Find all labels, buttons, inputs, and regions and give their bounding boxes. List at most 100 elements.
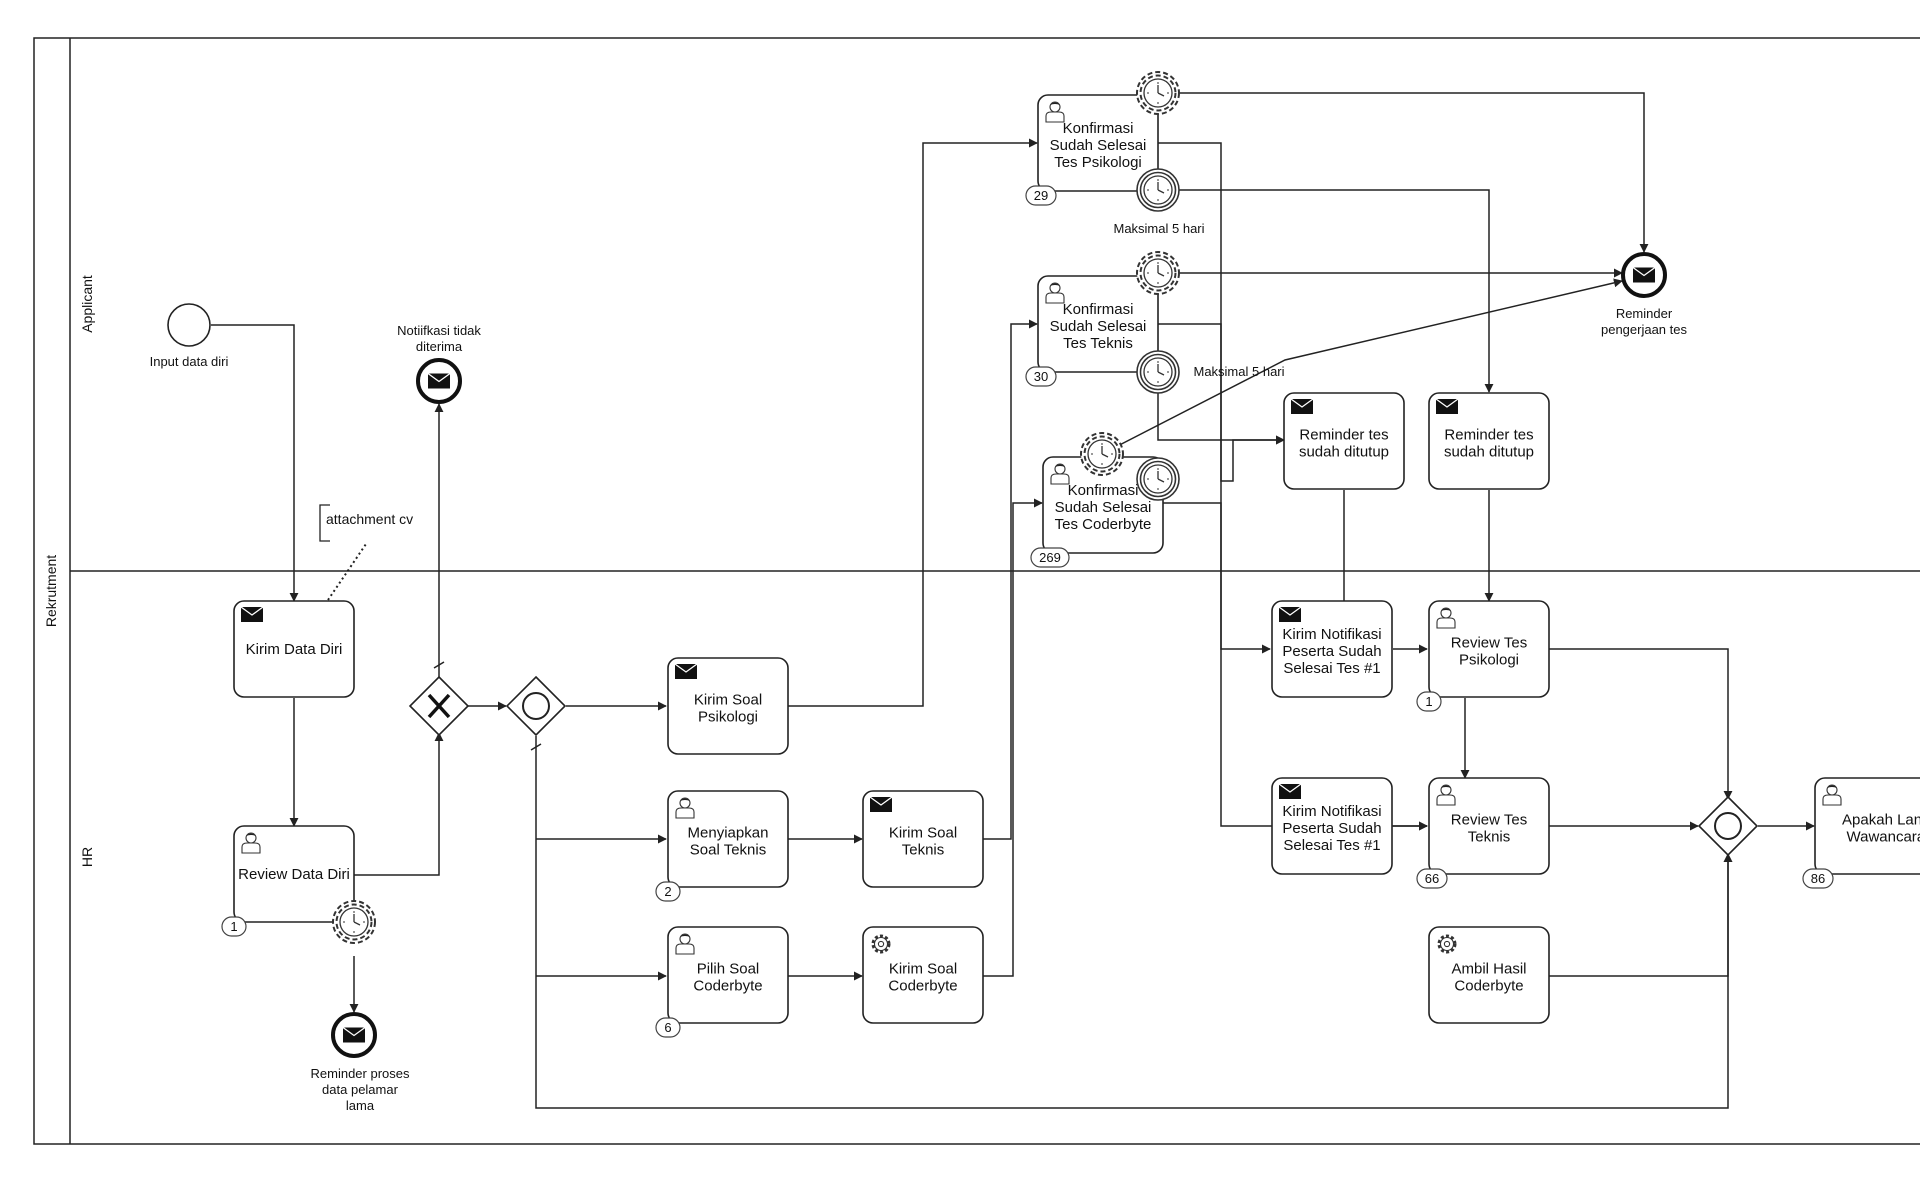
envelope-icon (1278, 606, 1302, 623)
timer-boundary-teknis[interactable] (1137, 351, 1179, 393)
task-label: Coderbyte (693, 978, 762, 995)
badge-text: 2 (664, 884, 671, 899)
annotation-bracket (319, 504, 330, 542)
task-apakah[interactable]: Apakah LanjutWawancara? 86 (1802, 777, 1920, 889)
task-label: Sudah Selesai (1055, 499, 1152, 516)
task-label: Teknis (902, 842, 945, 859)
loop-count-badge: 86 (1802, 868, 1834, 889)
badge-text: 6 (664, 1020, 671, 1035)
badge-text: 1 (230, 919, 237, 934)
task-label: Pilih Soal (697, 961, 760, 978)
reminder-proses-label-3: lama (346, 1098, 375, 1113)
badge-text: 86 (1811, 871, 1825, 886)
message-end-event-reminder-proses[interactable] (333, 1014, 375, 1056)
loop-count-badge: 29 (1025, 185, 1057, 206)
task-label: Reminder tes (1299, 427, 1388, 444)
reminder-proses-label-2: data pelamar (322, 1082, 399, 1097)
lane-label-applicant: Applicant (79, 275, 95, 333)
loop-count-badge: 269 (1030, 547, 1070, 568)
task-label: Review Tes (1451, 812, 1527, 829)
task-label: Wawancara? (1847, 829, 1920, 846)
annotation-association (327, 543, 367, 601)
task-label: Kirim Soal (889, 825, 957, 842)
task-label: Konfirmasi (1063, 120, 1134, 137)
task-label: Reminder tes (1444, 427, 1533, 444)
badge-text: 1 (1425, 694, 1432, 709)
task-label: Tes Coderbyte (1055, 516, 1152, 533)
badge-text: 269 (1039, 550, 1061, 565)
task-label: Selesai Tes #1 (1283, 660, 1380, 677)
task-label: Konfirmasi (1068, 482, 1139, 499)
message-end-event-reminder[interactable] (1623, 254, 1665, 296)
loop-count-badge: 1 (221, 916, 247, 937)
timer-label-1: Maksimal 5 hari (1113, 221, 1204, 236)
timer-label-2: Maksimal 5 hari (1193, 364, 1284, 379)
annotation-text: attachment cv (326, 511, 413, 527)
task-label: Coderbyte (1454, 978, 1523, 995)
task-label: Peserta Sudah (1282, 820, 1381, 837)
timer-boundary-psikologi[interactable] (1137, 169, 1179, 211)
start-event-label: Input data diri (150, 354, 229, 369)
task-label: sudah ditutup (1444, 444, 1534, 461)
task-label: Kirim Notifikasi (1282, 803, 1381, 820)
exclusive-gateway[interactable] (408, 675, 470, 737)
task-kirim-data-diri[interactable]: Kirim Data Diri (233, 600, 355, 698)
task-label: Kirim Data Diri (246, 641, 343, 658)
task-label: Soal Teknis (690, 842, 766, 859)
timer-boundary-psikologi-non[interactable] (1137, 72, 1179, 114)
notif-end-label-1: Notiifkasi tidak (397, 323, 481, 338)
task-label: Kirim Notifikasi (1282, 626, 1381, 643)
gear-icon (1437, 934, 1457, 954)
task-label: Menyiapkan (688, 825, 769, 842)
timer-boundary-review[interactable] (333, 901, 375, 943)
timer-boundary-teknis-non[interactable] (1137, 252, 1179, 294)
loop-count-badge: 2 (655, 881, 681, 902)
reminder-proses-label-1: Reminder proses (311, 1066, 410, 1081)
envelope-icon (1290, 398, 1314, 415)
task-label: sudah ditutup (1299, 444, 1389, 461)
message-end-event-notif[interactable] (418, 360, 460, 402)
task-label: Psikologi (1459, 652, 1519, 669)
inclusive-gateway-join[interactable] (1697, 795, 1759, 857)
envelope-icon (240, 606, 264, 623)
task-label: Teknis (1468, 829, 1511, 846)
task-label: Kirim Soal (694, 692, 762, 709)
task-label: Tes Teknis (1063, 335, 1133, 352)
inclusive-gateway-split[interactable] (505, 675, 567, 737)
loop-count-badge: 1 (1416, 691, 1442, 712)
task-label: Peserta Sudah (1282, 643, 1381, 660)
task-label: Apakah Lanjut (1842, 812, 1920, 829)
timer-boundary-coderbyte[interactable] (1137, 458, 1179, 500)
loop-count-badge: 66 (1416, 868, 1448, 889)
gear-icon (871, 934, 891, 954)
badge-text: 29 (1034, 188, 1048, 203)
pool-label: Rekrutment (43, 555, 59, 627)
sequence-flows (211, 92, 1815, 1109)
task-label: Review Tes (1451, 635, 1527, 652)
task-label: Selesai Tes #1 (1283, 837, 1380, 854)
lane-label-hr: HR (79, 847, 95, 867)
task-label: Sudah Selesai (1050, 318, 1147, 335)
timer-boundary-coderbyte-non[interactable] (1081, 433, 1123, 475)
start-event[interactable] (167, 303, 211, 347)
task-label: Ambil Hasil (1451, 961, 1526, 978)
pool-rekrutment (33, 37, 1920, 1145)
envelope-icon (1435, 398, 1459, 415)
badge-text: 66 (1425, 871, 1439, 886)
